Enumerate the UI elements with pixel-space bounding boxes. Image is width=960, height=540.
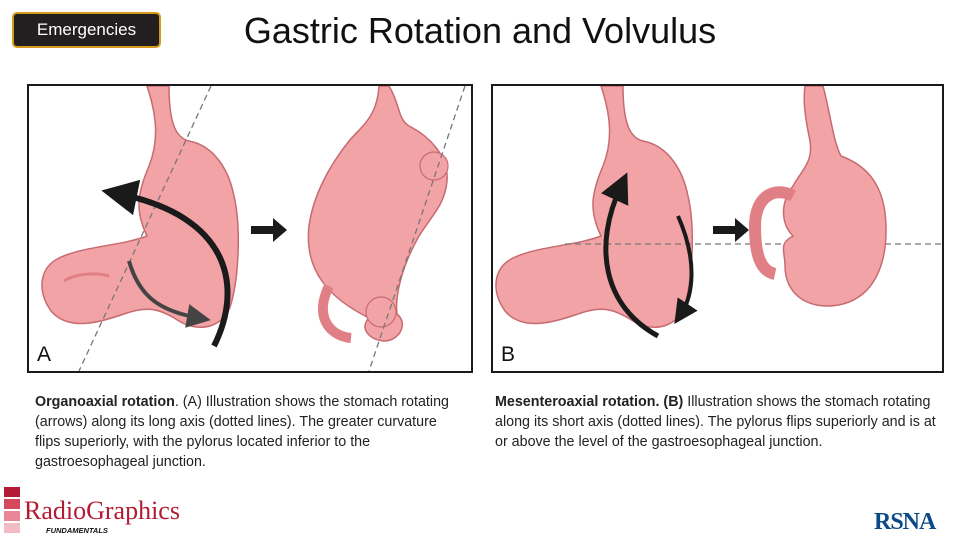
rsna-logo-text: RSNA [874,509,937,535]
panel-letter: A [37,343,51,367]
journal-logo-text: RadioGraphics [24,496,180,525]
category-tag: Emergencies [12,12,161,48]
panel-letter: B [501,343,515,367]
stomach-normal [496,86,692,327]
caption-heading: Organoaxial rotation [35,394,175,410]
journal-subtitle-text: FUNDAMENTALS [46,526,108,535]
slide-title: Gastric Rotation and Volvulus [190,10,770,52]
stomach-normal [42,86,238,327]
stomach-rotated [308,86,448,341]
caption-mesenteroaxial: Mesenteroaxial rotation. (B) Illustratio… [495,392,945,452]
stomach-rotated [755,86,886,306]
mesenteroaxial-illustration [493,86,942,371]
radiographics-logo: RadioGraphics FUNDAMENTALS [4,487,199,535]
transition-arrow [251,218,287,242]
panel-mesenteroaxial: B [491,84,944,373]
caption-organoaxial: Organoaxial rotation. (A) Illustration s… [35,392,455,472]
panel-organoaxial: A [27,84,473,373]
organoaxial-illustration [29,86,471,371]
rsna-logo: RSNA [874,505,954,535]
transition-arrow [713,218,749,242]
caption-heading: Mesenteroaxial rotation. (B) [495,394,683,410]
